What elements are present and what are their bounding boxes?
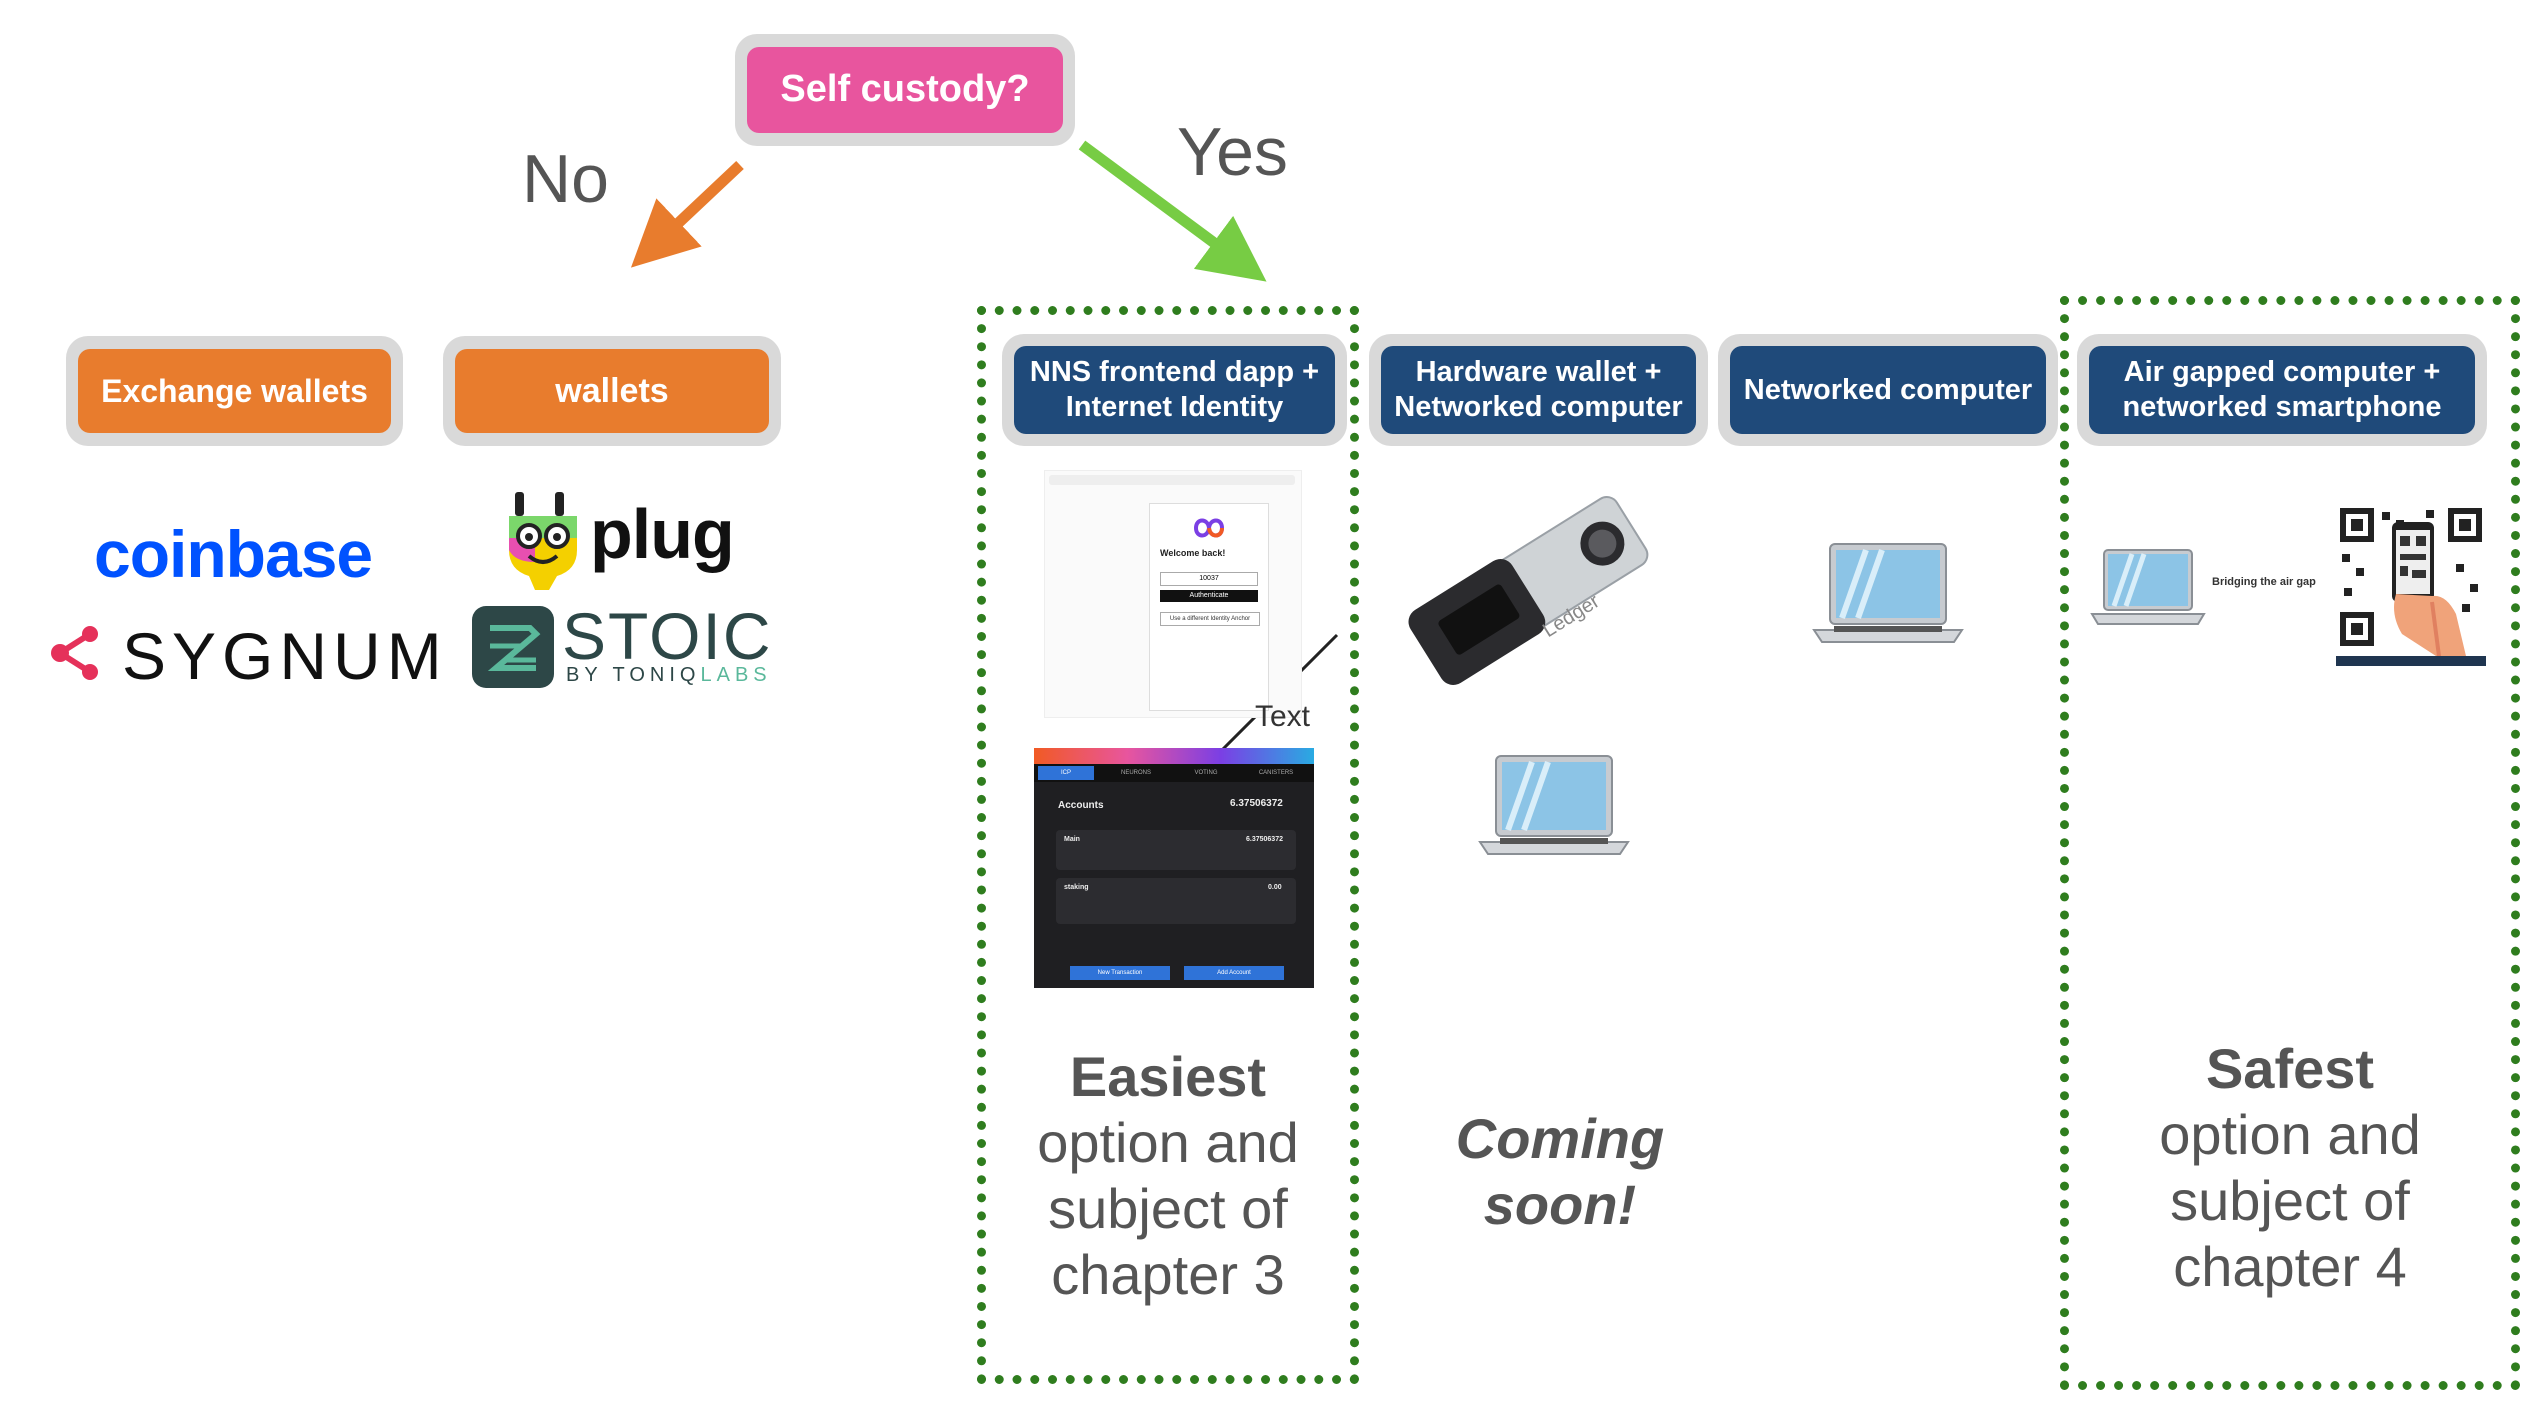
stoic-icon: [472, 606, 554, 688]
qr-smartphone-icon: [2336, 504, 2486, 666]
ii-anchor-field: 10037: [1160, 572, 1258, 586]
yes-label: Yes: [1177, 114, 1288, 190]
air-gapped-node: Air gapped computer + networked smartpho…: [2077, 334, 2487, 446]
easiest-highlight-box: [977, 306, 1359, 1384]
plug-icon: [509, 492, 577, 590]
exchange-wallets-node: Exchange wallets: [66, 336, 403, 446]
ii-other-anchor-button: Use a different Identity Anchor: [1160, 612, 1260, 626]
safest-caption-bold: Safest: [2205, 1037, 2375, 1100]
nns-accounts-label: Accounts: [1058, 800, 1104, 811]
nns-account-staking-amount: 0.00: [1268, 884, 1282, 891]
air-gapped-line2: networked smartphone: [2122, 391, 2442, 423]
easiest-caption-bold: Easiest: [1069, 1045, 1267, 1108]
ii-authenticate-button: Authenticate: [1160, 590, 1258, 602]
nns-add-account-button: Add Account: [1184, 966, 1284, 980]
easiest-caption-line2: subject of: [1048, 1177, 1288, 1241]
nns-account-main-amount: 6.37506372: [1246, 836, 1283, 843]
wallets-node: wallets: [443, 336, 781, 446]
hardware-wallet-line2: Networked computer: [1394, 391, 1683, 423]
coinbase-logo: coinbase: [94, 517, 373, 591]
nns-tab-neurons: NEURONS: [1120, 770, 1151, 776]
coming-soon-caption: Coming soon!: [1455, 1107, 1665, 1237]
ii-welcome: Welcome back!: [1160, 548, 1226, 558]
stoic-sub-labs: LABS: [700, 664, 772, 686]
yes-arrow: [1078, 140, 1267, 282]
safest-highlight-box: [2060, 296, 2520, 1390]
no-arrow: [630, 160, 744, 268]
infinity-icon: [1193, 518, 1225, 538]
laptop-networked-icon: [1812, 543, 1964, 643]
nns-account-main-name: Main: [1064, 836, 1080, 843]
easiest-caption: Easiest option and subject of chapter 3: [982, 1044, 1354, 1308]
nns-ii-node: NNS frontend dapp + Internet Identity: [1002, 334, 1347, 446]
internet-identity-screenshot: Welcome back! 10037 Authenticate Use a d…: [1044, 470, 1302, 718]
hardware-wallet-line1: Hardware wallet +: [1415, 356, 1662, 389]
nns-dapp-screenshot: ICP NEURONS VOTING CANISTERS Accounts 6.…: [1034, 748, 1314, 988]
nns-account-main: Main 6.37506372: [1056, 830, 1296, 870]
air-gapped-line1: Air gapped computer +: [2123, 356, 2441, 389]
ledger-device-icon: Ledger: [1408, 496, 1649, 685]
nns-account-staking: staking 0.00: [1056, 878, 1296, 924]
nns-accounts-total: 6.37506372: [1230, 798, 1283, 809]
safest-caption-line3: chapter 4: [2173, 1235, 2407, 1299]
stoic-subtitle: BY TONIQLABS: [566, 664, 772, 687]
plug-logo: plug: [590, 495, 735, 573]
text-annotation: Text: [1255, 700, 1311, 733]
nns-new-transaction-button: New Transaction: [1070, 966, 1170, 980]
safest-caption-line1: option and: [2159, 1103, 2421, 1167]
sygnum-share-icon: [51, 626, 98, 680]
safest-caption-line2: subject of: [2170, 1169, 2410, 1233]
easiest-caption-line3: chapter 3: [1051, 1243, 1285, 1307]
nns-ii-line1: NNS frontend dapp +: [1029, 356, 1320, 389]
safest-caption: Safest option and subject of chapter 4: [2066, 1036, 2514, 1300]
laptop-hardware-icon: [1478, 755, 1630, 855]
networked-computer-line1: Networked computer: [1743, 373, 2033, 406]
no-label: No: [522, 141, 609, 217]
hardware-wallet-node: Hardware wallet + Networked computer: [1369, 334, 1708, 446]
self-custody-label: Self custody?: [747, 47, 1063, 133]
nns-tab-icp: ICP: [1038, 766, 1094, 780]
nns-tab-canisters: CANISTERS: [1258, 770, 1294, 776]
nns-account-staking-name: staking: [1064, 884, 1089, 891]
wallets-label: wallets: [455, 349, 769, 433]
sygnum-logo: SYGNUM: [122, 619, 448, 693]
stoic-logo: STOIC: [562, 599, 773, 673]
laptop-airgapped-icon: [2090, 549, 2206, 625]
networked-computer-node: Networked computer: [1718, 334, 2058, 446]
exchange-wallets-label: Exchange wallets: [78, 349, 391, 433]
nns-ii-line2: Internet Identity: [1065, 391, 1284, 423]
self-custody-node: Self custody?: [735, 34, 1075, 146]
stoic-sub-by: BY TONIQ: [566, 664, 701, 686]
easiest-caption-line1: option and: [1037, 1111, 1299, 1175]
airgap-caption: Bridging the air gap: [2212, 576, 2316, 588]
nns-tab-voting: VOTING: [1194, 770, 1218, 776]
